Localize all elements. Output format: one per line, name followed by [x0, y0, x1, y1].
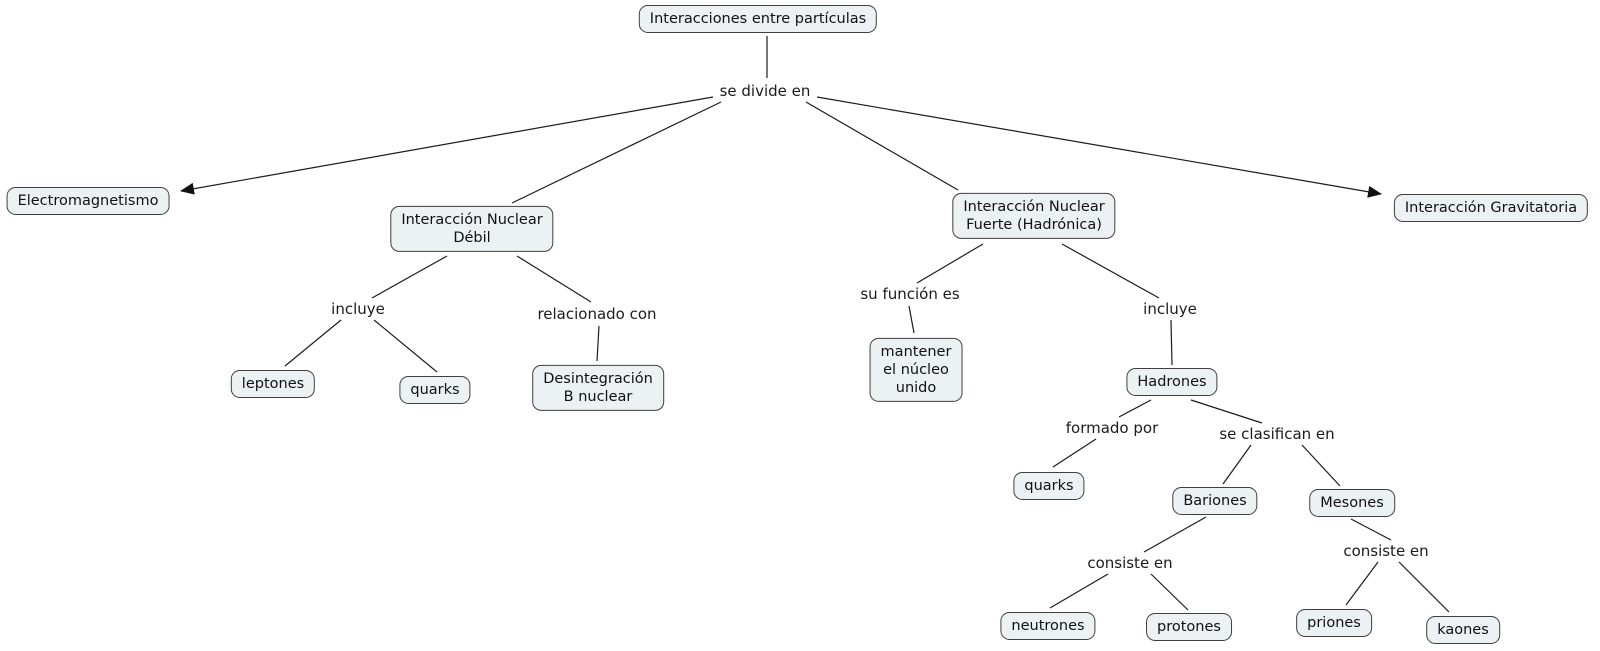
- concept-node-electromagnetismo[interactable]: Electromagnetismo: [6, 186, 170, 216]
- concept-node-desintegracion[interactable]: Desintegración B nuclear: [532, 364, 664, 412]
- edge-consisteen1-neutrones: [1049, 573, 1109, 609]
- edge-sedivideen-fuerte: [805, 101, 959, 191]
- concept-node-quarks-debil[interactable]: quarks: [399, 375, 471, 405]
- link-label-consiste-en-bariones[interactable]: consiste en: [1087, 554, 1173, 572]
- concept-node-mantener[interactable]: mantener el núcleo unido: [869, 337, 963, 403]
- edge-fuerte-sufunciones: [916, 243, 984, 284]
- edge-sedivideen-debil: [511, 101, 722, 204]
- edge-mesones-consisteen2: [1350, 518, 1392, 541]
- concept-node-root[interactable]: Interacciones entre partículas: [638, 4, 878, 34]
- concept-node-fuerte[interactable]: Interacción Nuclear Fuerte (Hadrónica): [952, 192, 1116, 240]
- link-label-relacionado-con[interactable]: relacionado con: [537, 305, 657, 323]
- link-label-consiste-en-mesones[interactable]: consiste en: [1343, 542, 1429, 560]
- edge-hadrones-seclasifican: [1190, 399, 1263, 424]
- concept-node-gravitatoria[interactable]: Interacción Gravitatoria: [1393, 193, 1589, 223]
- edge-sufunciones-mantener: [908, 305, 915, 334]
- edge-hadrones-formadopor: [1118, 399, 1152, 418]
- edge-sedivideen-gravitatoria: [816, 96, 1382, 198]
- edge-bariones-consisteen1: [1143, 516, 1207, 553]
- concept-node-kaones[interactable]: kaones: [1426, 615, 1500, 645]
- edge-formadopor-quarks2: [1052, 438, 1097, 468]
- link-label-incluye-fuerte[interactable]: incluye: [1143, 300, 1197, 318]
- edge-seclasifican-bariones: [1222, 444, 1252, 485]
- edge-incluye2-hadrones: [1170, 319, 1173, 366]
- concept-node-debil[interactable]: Interacción Nuclear Débil: [390, 205, 554, 253]
- concept-node-neutrones[interactable]: neutrones: [1000, 611, 1096, 641]
- concept-node-priones[interactable]: priones: [1296, 608, 1372, 638]
- edge-relacionadocon-desintegracion: [596, 325, 600, 362]
- edge-consisteen2-priones: [1345, 561, 1379, 606]
- edge-consisteen1-protones: [1150, 573, 1189, 611]
- edge-consisteen2-kaones: [1398, 561, 1450, 613]
- edge-debil-relacionadocon: [516, 255, 592, 303]
- link-label-se-clasifican-en[interactable]: se clasifican en: [1219, 425, 1335, 443]
- edge-incluye-leptones: [284, 319, 342, 367]
- concept-node-quarks-hadrones[interactable]: quarks: [1013, 471, 1085, 501]
- link-label-se-divide-en[interactable]: se divide en: [719, 82, 811, 100]
- edge-fuerte-incluye2: [1061, 243, 1160, 299]
- concept-node-mesones[interactable]: Mesones: [1309, 488, 1395, 518]
- edge-sedivideen-electromagnetismo: [180, 96, 714, 195]
- concept-node-leptones[interactable]: leptones: [230, 369, 316, 399]
- link-label-incluye-debil[interactable]: incluye: [331, 300, 385, 318]
- edge-incluye-quarks: [373, 319, 438, 373]
- link-label-su-funcion-es[interactable]: su función es: [860, 285, 960, 303]
- concept-node-bariones[interactable]: Bariones: [1172, 486, 1258, 516]
- concept-node-hadrones[interactable]: Hadrones: [1126, 367, 1218, 397]
- edge-debil-incluye: [371, 255, 448, 299]
- link-label-formado-por[interactable]: formado por: [1065, 419, 1159, 437]
- edge-seclasifican-mesones: [1301, 444, 1341, 487]
- concept-node-protones[interactable]: protones: [1146, 612, 1232, 642]
